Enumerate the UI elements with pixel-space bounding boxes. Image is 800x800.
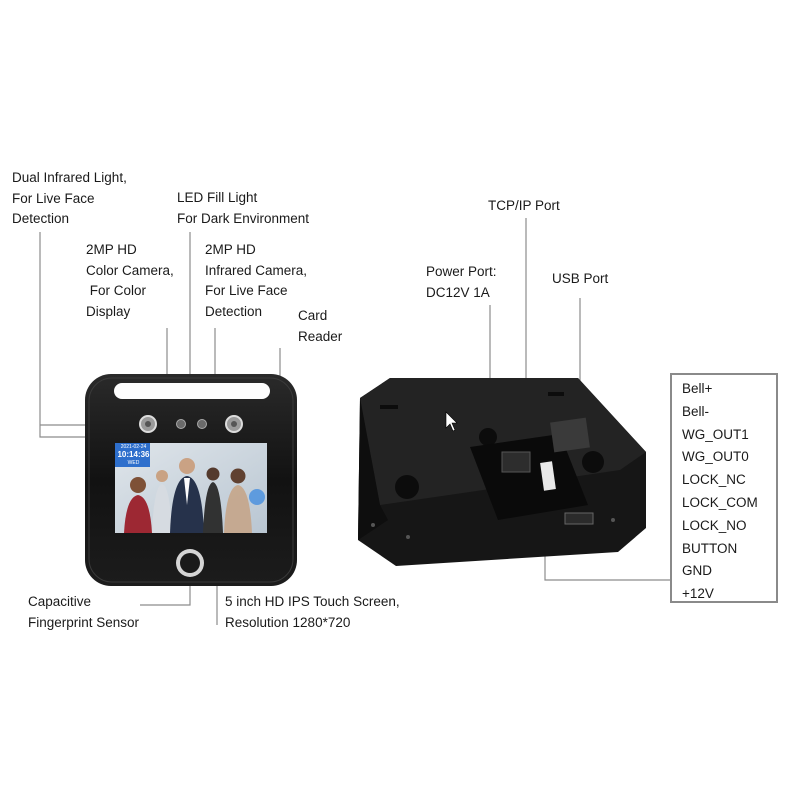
tcpip-port <box>501 451 531 473</box>
label-line: Resolution 1280*720 <box>225 614 351 630</box>
leader-fingerprint <box>140 583 191 606</box>
label-line: Infrared Camera, <box>205 262 308 278</box>
label-line: 2MP HD <box>205 242 256 257</box>
label-card-reader: Card Reader <box>298 306 342 347</box>
label-line: Detection <box>205 303 263 319</box>
label-line: For Dark Environment <box>177 210 310 226</box>
label-line: Reader <box>298 328 343 344</box>
pin-wg-out0: WG_OUT0 <box>682 449 749 465</box>
label-line: USB Port <box>552 271 609 286</box>
infrared-camera <box>197 419 207 429</box>
label-line: Power Port: <box>426 264 497 279</box>
label-line: TCP/IP Port <box>488 198 560 213</box>
pin-wg-out1: WG_OUT1 <box>682 426 749 442</box>
label-dual-infrared-light: Dual Infrared Light, For Live Face Detec… <box>12 168 127 230</box>
pin-lock-com: LOCK_COM <box>682 494 758 510</box>
label-fingerprint-sensor: Capacitive Fingerprint Sensor <box>28 592 139 633</box>
label-line: 5 inch HD IPS Touch Screen, <box>225 594 400 609</box>
pin-bell-minus: Bell- <box>682 403 710 419</box>
label-line: Display <box>86 303 131 319</box>
label-line: Capacitive <box>28 594 92 609</box>
pin-12v: +12V <box>682 586 714 602</box>
label-touch-screen: 5 inch HD IPS Touch Screen, Resolution 1… <box>225 592 400 633</box>
label-line: For Color <box>86 283 147 298</box>
color-camera <box>176 419 186 429</box>
label-line: Card <box>298 308 328 323</box>
label-power-port: Power Port: DC12V 1A <box>426 262 497 303</box>
label-line: For Live Face <box>205 283 288 298</box>
pin-gnd: GND <box>682 563 712 579</box>
pin-lock-nc: LOCK_NC <box>682 472 746 488</box>
label-color-camera: 2MP HD Color Camera, For Color Display <box>86 240 174 322</box>
label-sticker <box>550 417 590 453</box>
label-line: LED Fill Light <box>177 190 258 205</box>
terminal-pin-list: Bell+ Bell- WG_OUT1 WG_OUT0 LOCK_NC LOCK… <box>670 373 778 603</box>
pin-bell-plus: Bell+ <box>682 381 713 396</box>
led-fill-light <box>114 383 270 399</box>
label-line: For Live Face <box>12 190 95 206</box>
label-led-fill-light: LED Fill Light For Dark Environment <box>177 188 309 229</box>
label-line: Dual Infrared Light, <box>12 170 127 185</box>
pin-button: BUTTON <box>682 540 738 556</box>
port-recess <box>470 434 588 520</box>
label-line: Color Camera, <box>86 262 174 278</box>
label-line: DC12V 1A <box>426 284 490 300</box>
label-line: Fingerprint Sensor <box>28 614 140 630</box>
screen-people <box>124 458 265 533</box>
label-line: Detection <box>12 211 70 226</box>
pin-lock-no: LOCK_NO <box>682 517 747 533</box>
usb-port <box>564 512 594 525</box>
screen-date: 2021-02-24 <box>120 444 147 450</box>
terminal-connector <box>540 461 556 491</box>
label-tcpip-port: TCP/IP Port <box>488 196 560 217</box>
screen-time: 10:14:36 <box>117 450 150 459</box>
screen-day: WED <box>127 460 140 466</box>
label-line: 2MP HD <box>86 242 137 257</box>
label-usb-port: USB Port <box>552 269 608 290</box>
label-infrared-camera: 2MP HD Infrared Camera, For Live Face De… <box>205 240 307 322</box>
